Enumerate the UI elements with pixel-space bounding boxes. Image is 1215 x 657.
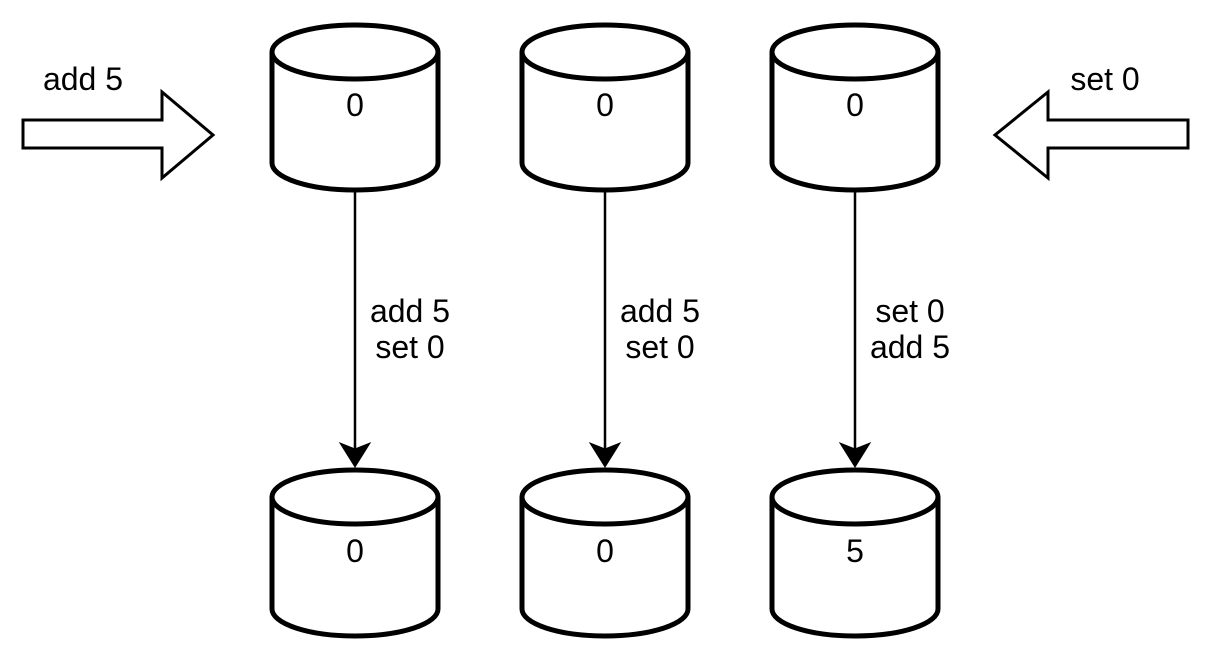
left-block-arrow-icon [992, 88, 1190, 182]
database-cylinder-rim [269, 51, 441, 82]
replica-3-before-db: 0 [769, 22, 941, 193]
replica-1-op-2: set 0 [375, 329, 444, 365]
incoming-op-left-label: add 5 [43, 61, 123, 97]
database-cylinder-icon [269, 22, 441, 193]
incoming-op-right: set 0 [992, 61, 1190, 182]
database-cylinder-rim [519, 51, 691, 82]
incoming-op-left: add 5 [21, 61, 216, 182]
database-cylinder-rim [769, 496, 941, 527]
database-cylinder-icon [519, 22, 691, 193]
right-block-arrow-icon [21, 88, 216, 182]
replica-2-transition: add 5 set 0 [588, 192, 700, 468]
replica-3-op-1: set 0 [875, 293, 944, 329]
replica-2-op-1: add 5 [620, 293, 700, 329]
database-cylinder-icon [519, 467, 691, 639]
database-cylinder-icon [769, 22, 941, 193]
replica-3-after-db: 5 [769, 467, 941, 639]
replica-2-after-db: 0 [519, 467, 691, 639]
database-cylinder-icon [769, 467, 941, 639]
replica-1-op-1: add 5 [370, 293, 450, 329]
replica-2-before-db: 0 [519, 22, 691, 193]
replica-1-transition: add 5 set 0 [338, 192, 450, 468]
database-cylinder-icon [269, 467, 441, 639]
database-cylinder-rim [519, 496, 691, 527]
replica-3-transition: set 0 add 5 [838, 192, 950, 468]
replica-2-before-value: 0 [596, 87, 614, 123]
incoming-op-right-label: set 0 [1070, 61, 1139, 97]
replica-1-after-db: 0 [269, 467, 441, 639]
replica-3-before-value: 0 [846, 87, 864, 123]
replica-1-before-value: 0 [346, 87, 364, 123]
database-cylinder-rim [769, 51, 941, 82]
replica-3-after-value: 5 [846, 533, 864, 569]
down-arrow-head-icon [338, 441, 372, 468]
replica-1-before-db: 0 [269, 22, 441, 193]
database-cylinder-rim [269, 496, 441, 527]
down-arrow-head-icon [838, 441, 872, 468]
replica-3-op-2: add 5 [870, 329, 950, 365]
replica-2-after-value: 0 [596, 533, 614, 569]
replica-1-after-value: 0 [346, 533, 364, 569]
down-arrow-head-icon [588, 441, 622, 468]
replica-2-op-2: set 0 [625, 329, 694, 365]
